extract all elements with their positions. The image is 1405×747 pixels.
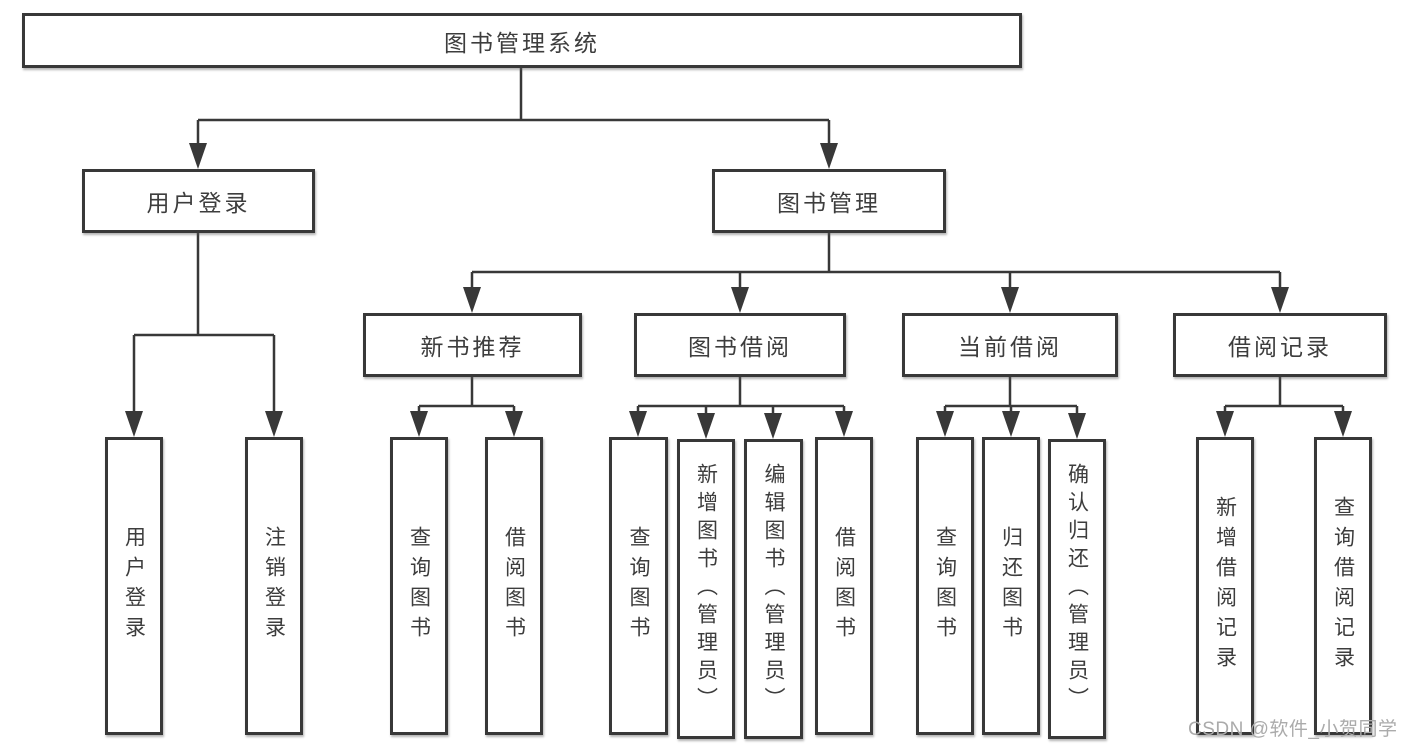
node-current-borrow: 当前借阅 <box>902 313 1118 377</box>
node-book-management-label: 图书管理 <box>777 190 881 216</box>
node-current-borrow-label: 当前借阅 <box>958 334 1062 360</box>
leaf-current-query-books: 查询图书 <box>916 437 974 735</box>
leaf-add-books-admin: 新增图书（管理员） <box>677 439 735 739</box>
leaf-newbook-borrow-books-label: 借阅图书 <box>502 526 526 646</box>
node-user-login-label: 用户登录 <box>146 190 251 216</box>
leaf-return-books-label: 归还图书 <box>999 526 1023 646</box>
watermark-text: CSDN @软件_小贺同学 <box>1188 719 1398 740</box>
leaf-logout-label: 注销登录 <box>262 526 286 646</box>
node-borrow-record-label: 借阅记录 <box>1228 334 1332 360</box>
leaf-confirm-return-admin: 确认归还（管理员） <box>1048 439 1106 739</box>
node-root-label: 图书管理系统 <box>444 29 600 56</box>
node-root: 图书管理系统 <box>22 13 1022 68</box>
leaf-logout: 注销登录 <box>245 437 303 735</box>
node-book-management: 图书管理 <box>712 169 946 233</box>
node-book-borrow: 图书借阅 <box>634 313 846 377</box>
node-new-book-recommend: 新书推荐 <box>363 313 582 377</box>
leaf-newbook-query-books: 查询图书 <box>390 437 448 735</box>
leaf-borrow-query-books-label: 查询图书 <box>627 526 650 646</box>
node-borrow-record: 借阅记录 <box>1173 313 1387 377</box>
leaf-borrow-borrow-books-label: 借阅图书 <box>832 526 856 646</box>
leaf-add-borrow-record-label: 新增借阅记录 <box>1213 496 1237 676</box>
leaf-user-login: 用户登录 <box>105 437 163 735</box>
leaf-user-login-label: 用户登录 <box>122 526 146 646</box>
node-new-book-recommend-label: 新书推荐 <box>420 334 525 360</box>
node-user-login: 用户登录 <box>82 169 315 233</box>
leaf-confirm-return-admin-label: 确认归还（管理员） <box>1065 463 1089 715</box>
leaf-query-borrow-record-label: 查询借阅记录 <box>1331 496 1355 676</box>
leaf-return-books: 归还图书 <box>982 437 1040 735</box>
leaf-query-borrow-record: 查询借阅记录 <box>1314 437 1372 735</box>
leaf-add-books-admin-label: 新增图书（管理员） <box>694 463 718 715</box>
leaf-newbook-query-books-label: 查询图书 <box>407 526 431 646</box>
leaf-borrow-borrow-books: 借阅图书 <box>815 437 873 735</box>
leaf-add-borrow-record: 新增借阅记录 <box>1196 437 1254 735</box>
leaf-newbook-borrow-books: 借阅图书 <box>485 437 543 735</box>
node-book-borrow-label: 图书借阅 <box>688 334 792 360</box>
leaf-edit-books-admin: 编辑图书（管理员） <box>744 439 803 739</box>
leaf-edit-books-admin-label: 编辑图书（管理员） <box>762 463 785 715</box>
leaf-borrow-query-books: 查询图书 <box>609 437 668 735</box>
leaf-current-query-books-label: 查询图书 <box>933 526 957 646</box>
